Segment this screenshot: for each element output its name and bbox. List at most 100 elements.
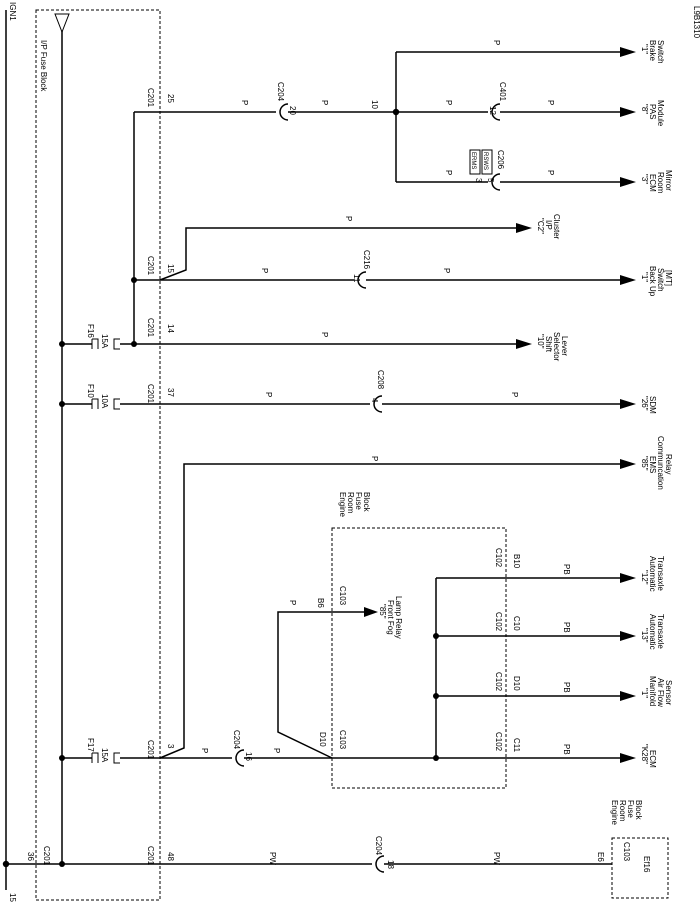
c201-label: C201 bbox=[146, 384, 155, 404]
dest-line: Mirror bbox=[664, 170, 673, 191]
option-erms: ERMS bbox=[470, 152, 476, 169]
dest-automatic-transaxle-12: "12" Automatic Transaxle bbox=[640, 556, 665, 592]
dest-line: Transaxle bbox=[656, 614, 665, 649]
c201-label: C201 bbox=[146, 846, 155, 866]
c201-label: C201 bbox=[146, 318, 155, 338]
dest-ecm-mirror: "3" ECM Room Mirror bbox=[640, 170, 673, 194]
dest-line: [MT] bbox=[664, 270, 673, 286]
c201-label: C201 bbox=[146, 256, 155, 276]
dest-line: Shift bbox=[544, 336, 553, 353]
arrow bbox=[620, 47, 636, 57]
er-block-1-line: Block bbox=[362, 492, 371, 513]
fog-relay-wire bbox=[277, 611, 364, 759]
dest-line: "3" bbox=[640, 174, 649, 184]
connector-pin: 12 bbox=[488, 106, 497, 115]
connector-c102: C102 bbox=[494, 612, 503, 632]
wire-color: PB bbox=[562, 622, 571, 633]
wire-color: PW bbox=[492, 852, 501, 865]
dest-line: Module bbox=[656, 100, 665, 127]
c201-label: C201 bbox=[146, 88, 155, 108]
dest-sdm: "26" SDM bbox=[640, 396, 657, 414]
option-rsws: RSWS bbox=[482, 152, 488, 170]
pin-label: B6 bbox=[316, 598, 325, 608]
arrow bbox=[620, 631, 636, 641]
wire-color: P bbox=[344, 216, 353, 221]
pin-label: E6 bbox=[596, 852, 605, 862]
bus-pin: 15 bbox=[8, 893, 17, 902]
dest-line: "1" bbox=[640, 272, 649, 282]
connector-name: C208 bbox=[376, 370, 385, 390]
wire-color: P bbox=[288, 600, 297, 605]
fuse-amp: 10A bbox=[100, 394, 109, 409]
arrow bbox=[620, 573, 636, 583]
connector-pin: 18 bbox=[386, 860, 395, 869]
option-box bbox=[481, 149, 493, 175]
dest-line: EMS bbox=[648, 456, 657, 473]
wire-color: P bbox=[546, 170, 555, 175]
pin-label: B10 bbox=[512, 554, 521, 569]
er-block-2-line: Engine bbox=[610, 800, 619, 825]
pin-label: 14 bbox=[166, 324, 175, 333]
engine-room-fuse-block-1 bbox=[331, 527, 507, 789]
connector-c102: C102 bbox=[494, 732, 503, 752]
dest-line: Cluster bbox=[552, 214, 561, 240]
arrow bbox=[620, 399, 636, 409]
dest-fog-line: "85" bbox=[378, 604, 387, 619]
fuse-name: F17 bbox=[86, 738, 95, 752]
dest-line: Selector bbox=[552, 332, 561, 362]
connector-name: C204 bbox=[232, 730, 241, 750]
dest-line: "26" bbox=[640, 396, 649, 411]
er-block-1-label: Engine Room Fuse Block bbox=[338, 492, 371, 517]
dest-line: "8" bbox=[640, 104, 649, 114]
dest-line: Automatic bbox=[648, 614, 657, 650]
dest-line: Switch bbox=[656, 268, 665, 292]
dest-line: Air Flow bbox=[656, 678, 665, 707]
dest-line: Communcation bbox=[656, 436, 665, 490]
connector-pin: 5 bbox=[486, 178, 495, 183]
pin-label: C11 bbox=[512, 738, 521, 753]
pin-label: 25 bbox=[166, 94, 175, 103]
dest-ip-cluster: "C2" I/P Cluster bbox=[536, 214, 561, 240]
connector-pin: 4 bbox=[370, 398, 379, 403]
ip-fuse-block-boundary bbox=[35, 9, 161, 901]
connector-name: C204 bbox=[276, 82, 285, 102]
connector-c208 bbox=[373, 395, 383, 413]
connector-pin: 20 bbox=[288, 106, 297, 115]
dest-line: "12" bbox=[640, 570, 649, 585]
dest-line: Transaxle bbox=[656, 556, 665, 591]
arrow bbox=[620, 691, 636, 701]
connector-name: C401 bbox=[498, 82, 507, 102]
engine-room-fuse-block-2 bbox=[611, 837, 669, 899]
fuse-amp: 15A bbox=[100, 748, 109, 763]
connector-c216 bbox=[357, 271, 367, 289]
wire-color: P bbox=[260, 268, 269, 273]
connector-c206 bbox=[491, 173, 501, 191]
dest-brake-switch: "1" Brake Switch bbox=[640, 40, 665, 64]
connector-c204-18 bbox=[375, 855, 385, 873]
fuse-ef16: Ef16 bbox=[642, 856, 651, 873]
dest-shift-selector: "10" Shift Selector Lever bbox=[536, 332, 569, 362]
dest-line: "1" bbox=[640, 44, 649, 54]
er-block-2-line: Fuse bbox=[626, 800, 635, 818]
connector-c102: C102 bbox=[494, 672, 503, 692]
dest-line: ECM bbox=[648, 174, 657, 192]
er-block-1-line: Engine bbox=[338, 492, 347, 517]
arrow bbox=[620, 459, 636, 469]
wire-color: P bbox=[442, 268, 451, 273]
dest-ems-relay: "85" EMS Communcation Relay bbox=[640, 436, 673, 490]
wire-color: P bbox=[370, 456, 379, 461]
wire-color: P bbox=[444, 100, 453, 105]
connector-c103: C103 bbox=[338, 730, 347, 750]
pin-label: 48 bbox=[166, 852, 175, 861]
dest-line: Room bbox=[656, 172, 665, 194]
connector-c103: C103 bbox=[622, 842, 631, 862]
dest-line: "K28" bbox=[640, 744, 649, 764]
dest-line: ECM bbox=[648, 750, 657, 768]
dest-fog-line: Lamp Relay bbox=[394, 596, 403, 639]
wire-color: P bbox=[320, 100, 329, 105]
ground-symbol bbox=[54, 13, 70, 34]
pin-label: 36 bbox=[26, 852, 35, 861]
pin-label: 15 bbox=[166, 264, 175, 273]
dest-line: Lever bbox=[560, 336, 569, 356]
fuse-f17-symbol bbox=[91, 752, 120, 764]
